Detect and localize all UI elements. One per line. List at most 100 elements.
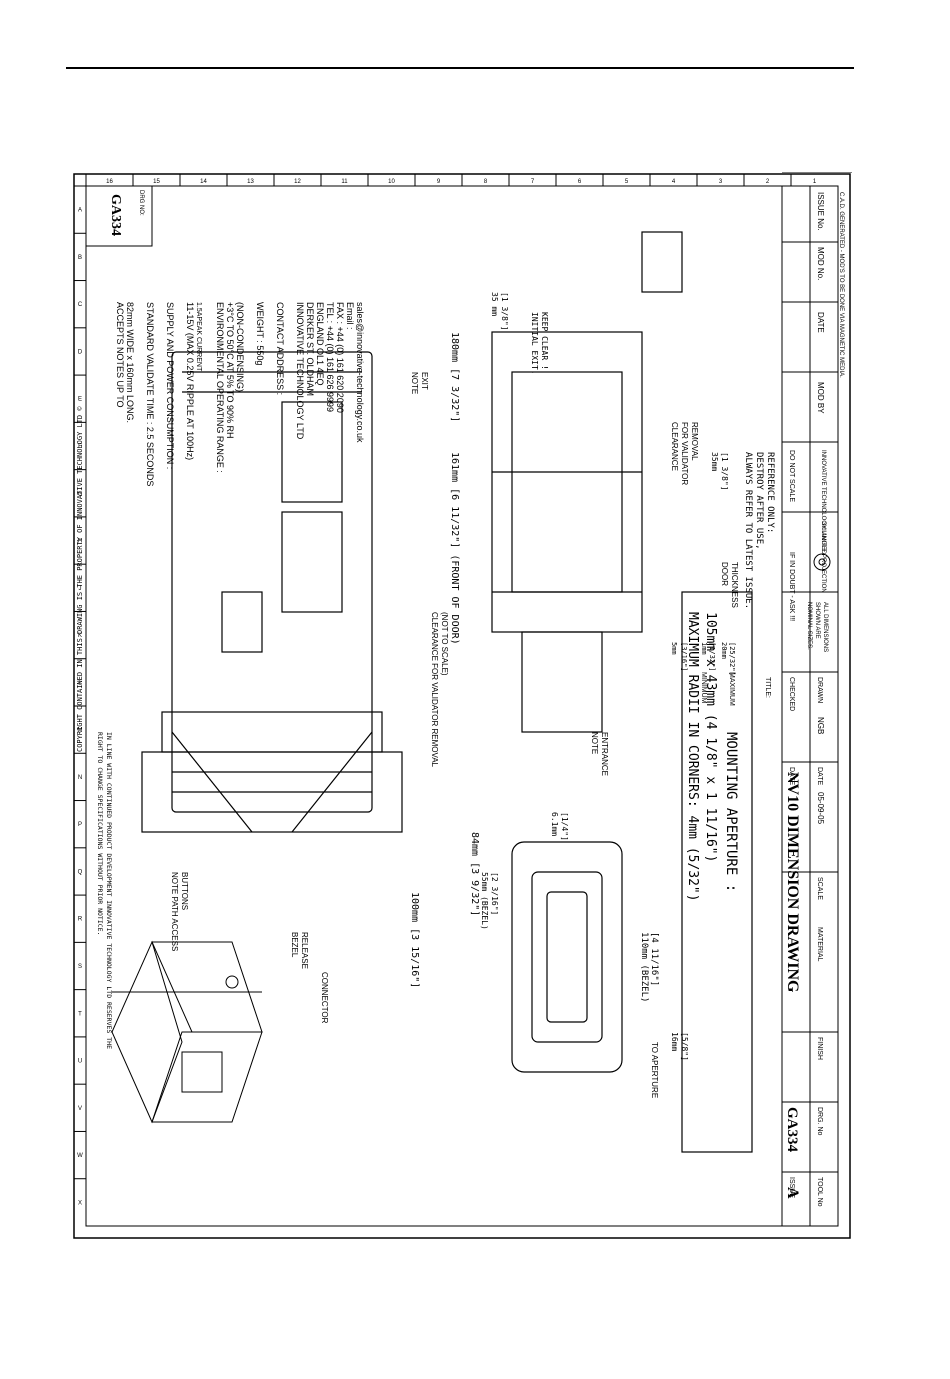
dim-110mm: 110mm (BEZEL) bbox=[639, 932, 649, 1002]
drawing-number-block: GA334 bbox=[784, 1107, 800, 1153]
projection-symbol bbox=[813, 553, 831, 571]
title-block: DRAWN NGB CHECKED DATE 05-09-05 DATE SCA… bbox=[743, 172, 852, 1226]
spec-supply: SUPPLY AND POWER CONSUMPTION : bbox=[165, 302, 175, 469]
grid-letter: N bbox=[78, 775, 82, 781]
note-exit-2: EXIT bbox=[420, 372, 429, 390]
material-label: MATERIAL bbox=[816, 927, 823, 962]
bezel-front-view bbox=[511, 841, 623, 1073]
drawing-number: GA334 bbox=[108, 194, 123, 236]
dim-84mm: 84mm [3 9/32"] bbox=[469, 832, 480, 916]
grid-letter: Q bbox=[78, 869, 83, 875]
grid-letter: D bbox=[78, 349, 83, 355]
grid-letter: S bbox=[78, 964, 82, 970]
clearance-validator-2: FOR VALIDATOR bbox=[680, 422, 689, 485]
rear-view bbox=[141, 351, 403, 833]
clearance-top-2: (NOT TO SCALE) bbox=[440, 612, 449, 676]
mod-no-header: MOD No. bbox=[816, 247, 825, 280]
grid-number: 15 bbox=[153, 179, 160, 185]
destroy-after-use: DESTROY AFTER USE, bbox=[754, 452, 764, 550]
grid-number: 13 bbox=[247, 179, 254, 185]
title-label: TITLE: bbox=[764, 677, 771, 698]
spec-email-label: Email : bbox=[345, 302, 355, 330]
spec-accepts-1: ACCEPTS NOTES UP TO bbox=[115, 302, 125, 408]
to-aperture-label: TO APERTURE bbox=[650, 1042, 659, 1098]
maximum-label: MAXIMUM bbox=[728, 672, 735, 706]
dim-35mm-b: 35mm bbox=[710, 452, 719, 471]
if-in-doubt: IF IN DOUBT - ASK !!! bbox=[788, 552, 795, 621]
dim-110mm-in: [4 11/16"] bbox=[649, 932, 659, 986]
initial-exit: INITIAL EXIT. bbox=[530, 312, 539, 375]
aperture-line-1: MOUNTING APERTURE : bbox=[723, 732, 739, 892]
cad-note: C.A.D. GENERATED - MOD'S TO BE DONE VIA … bbox=[838, 192, 844, 378]
dim-35mm-b-in: [1 3/8"] bbox=[720, 452, 729, 491]
grid-number: 11 bbox=[341, 179, 348, 185]
grid-letter: W bbox=[77, 1153, 83, 1159]
nominal-sizes-3: NOMINAL SIZES. bbox=[806, 602, 812, 650]
tool-no-label: TOOL No bbox=[816, 1177, 823, 1207]
grid-number: 8 bbox=[484, 179, 488, 185]
grid-letter: R bbox=[78, 917, 83, 923]
spec-fax: FAX : +44 (0) 161 620 2090 bbox=[335, 302, 345, 413]
mod-by-header: MOD BY bbox=[816, 382, 825, 414]
grid-number: 10 bbox=[388, 179, 395, 185]
spec-addr-1: INNOVATIVE TECHNOLOGY LTD bbox=[295, 302, 305, 440]
specifications-block: ACCEPTS NOTES UP TO 82mm WIDE x 160mm LO… bbox=[115, 302, 365, 486]
projection-label: 3rd ANGLE PROJECTION bbox=[820, 522, 826, 593]
dim-20mm-in: [25/32"] bbox=[728, 642, 736, 676]
checked-label: CHECKED bbox=[788, 677, 795, 711]
grid-letter: E bbox=[78, 397, 82, 403]
issue-no-header: ISSUE No. bbox=[816, 192, 825, 231]
drg-no-label: DRG. No bbox=[816, 1107, 823, 1136]
date-label: DATE bbox=[816, 767, 823, 785]
minimum-label: MINIMUM bbox=[700, 672, 707, 704]
grid-letter: T bbox=[78, 1011, 82, 1017]
grid-letter: V bbox=[78, 1106, 82, 1112]
company-name: INNOVATIVE TECHNOLOGY LIMITED bbox=[820, 450, 826, 555]
spec-weight: WEIGHT : 550g bbox=[255, 302, 265, 365]
do-not-scale: DO NOT SCALE bbox=[788, 450, 795, 502]
spec-supply-1: 11-15V (MAX 0.25V RIPPLE AT 100Hz) bbox=[185, 302, 195, 460]
grid-letter: A bbox=[78, 208, 82, 214]
development-notice: IN LINE WITH CONTINUED PRODUCT DEVELOPME… bbox=[105, 732, 113, 1049]
spec-env-1: +3°C TO 50°C AT 5% TO 90% RH bbox=[225, 302, 235, 439]
grid-letter: K bbox=[78, 633, 82, 639]
isometric-view bbox=[111, 940, 263, 1124]
spec-addr-2: DERKER ST. OLDHAM bbox=[305, 302, 315, 396]
grid-letter: F bbox=[78, 444, 82, 450]
dim-55mm: 55mm (BEZEL) bbox=[480, 872, 489, 930]
note-path-label: NOTE PATH ACCESS bbox=[170, 872, 179, 951]
side-view bbox=[491, 231, 683, 733]
spec-accepts-2: 82mm WIDE x 160mm LONG. bbox=[125, 302, 135, 423]
page-header-rule bbox=[66, 67, 854, 69]
dim-1mm: 1mm bbox=[700, 642, 708, 655]
mounting-aperture-box: MOUNTING APERTURE : 105mm x 43mm (4 1/8"… bbox=[681, 591, 753, 1153]
dim-55mm-in: [2 3/16"] bbox=[490, 872, 499, 915]
spec-supply-2: 1.5APEAK CURRENT bbox=[195, 302, 202, 372]
drawn-by: NGB bbox=[816, 717, 825, 734]
grid-number: 5 bbox=[625, 179, 629, 185]
dim-5mm-in: [3/16"] bbox=[680, 642, 688, 672]
clearance-validator-1: CLEARANCE bbox=[670, 422, 679, 471]
grid-number: 12 bbox=[294, 179, 301, 185]
note-entrance-2: ENTRANCE bbox=[600, 732, 609, 776]
svg-text:DRG NO:: DRG NO: bbox=[138, 190, 144, 216]
reference-only: REFERENCE ONLY: bbox=[765, 452, 775, 533]
drawing-number-box: DRG NO: GA334 bbox=[85, 185, 153, 247]
aperture-line-2: 105mm x 43mm (4 1/8" x 1 11/16") bbox=[703, 612, 718, 862]
grid-number: 7 bbox=[531, 179, 535, 185]
clearance-validator-3: REMOVAL bbox=[690, 422, 699, 461]
grid-number: 14 bbox=[200, 179, 207, 185]
spec-env: ENVIRONMENTAL OPERATING RANGE : bbox=[215, 302, 225, 473]
copyright-notice: COPYRIGHT CONTAINED IN THIS DRAWING IS T… bbox=[76, 406, 84, 752]
drawing-issue: A bbox=[784, 1187, 801, 1199]
dim-1mm-in: [1/32"] bbox=[708, 642, 716, 672]
grid-letter: L bbox=[78, 680, 82, 686]
grid-number: 1 bbox=[813, 179, 817, 185]
drawing-title: NV10 DIMENSION DRAWING bbox=[784, 772, 801, 993]
grid-letter: U bbox=[78, 1059, 82, 1065]
drawn-label: DRAWN bbox=[816, 677, 823, 703]
dim-5mm: 5mm bbox=[670, 642, 678, 655]
grid-number: 6 bbox=[578, 179, 582, 185]
grid-letter: X bbox=[78, 1200, 82, 1206]
dim-6mm: 6.1mm bbox=[550, 812, 559, 836]
